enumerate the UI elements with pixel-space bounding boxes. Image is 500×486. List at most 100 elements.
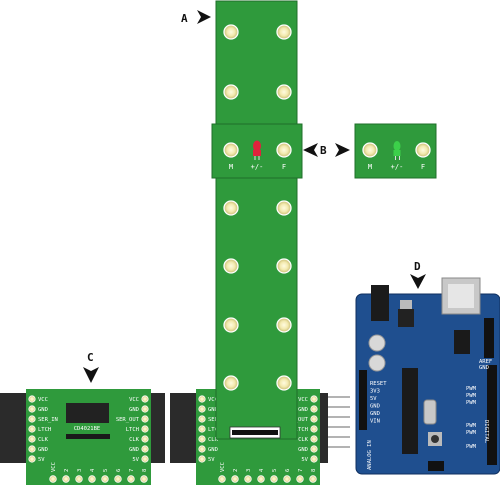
strip-label-m: M [229,163,233,171]
strip-pad-right [276,24,292,40]
bottom-pin-label: 8 [311,469,317,472]
pin-label-left: SER_IN [38,417,58,423]
bottom-pin-label: 8 [142,469,148,472]
side-pad [310,415,318,423]
bottom-pin-label: 5 [272,469,278,472]
side-pad [141,455,149,463]
bottom-pad [101,475,109,483]
strip-pad-left [223,375,239,391]
bottom-pad [244,475,252,483]
pwm-label: PWM [466,423,477,429]
pin-label-right: GND [298,407,308,413]
pin-label-left: GND [208,407,218,413]
power-jack [371,285,389,321]
callout-d-label: D [414,260,421,273]
detail-label-m: M [368,163,372,171]
bottom-pin-label: VCC [220,462,226,472]
side-pad [198,455,206,463]
usb-chip [454,330,470,354]
bottom-pin-label: 6 [116,469,122,472]
strip-pad-right [276,375,292,391]
side-pad [141,415,149,423]
power-pin-label: GND [370,411,380,417]
bottom-pin-label: 6 [285,469,291,472]
detail-label-pm: +/- [391,163,404,171]
bottom-pin-label: 2 [233,469,239,472]
power-pin-label: 3V3 [370,389,380,395]
callout-a: A [181,10,211,25]
side-pad [198,435,206,443]
pin-header-row [66,434,110,439]
capacitor-2 [368,354,386,372]
capacitor-1 [368,334,386,352]
pin-label-left: GND [208,447,218,453]
pin-label-left: GND [38,407,48,413]
pwm-label: PWM [466,400,477,406]
side-pad [28,455,36,463]
pin-label-left: LTCH [208,427,221,433]
strip-pad-right [276,258,292,274]
pwm-label: PWM [466,386,477,392]
pin-label-left: 5V [38,457,45,463]
pin-label-right: GND [129,447,139,453]
side-pad [28,395,36,403]
side-pad [141,405,149,413]
side-pad [198,405,206,413]
strip-pad-left [223,258,239,274]
pin-label-right: VCC [129,397,139,403]
callout-c-arrow [83,367,99,383]
power-header [359,370,367,430]
header-block-right [151,393,165,463]
side-pad [310,395,318,403]
detail-pad-m [362,142,378,158]
digital-header [487,365,497,465]
strip-pad-left [223,142,239,158]
bottom-pad [270,475,278,483]
bottom-pad [62,475,70,483]
pin-label-right: 5V [132,457,139,463]
pin-label-left: VCC [208,397,218,403]
side-pad [310,425,318,433]
shift-chip-label: CD4021BE [74,426,101,432]
side-pad [141,435,149,443]
callout-b: B [302,143,350,157]
side-pad [28,405,36,413]
strip-pad-left [223,200,239,216]
side-pad [28,415,36,423]
callout-d-arrow [410,274,426,289]
red-led [253,140,261,160]
pwm-label: PWM [466,444,477,450]
pwm-label: PWM [466,430,477,436]
pin-label-left: CLK [208,437,219,443]
pin-label-right: GND [129,407,139,413]
bottom-pin-label: 3 [77,469,83,472]
bottom-pin-label: 5 [103,469,109,472]
bottom-pad [114,475,122,483]
bottom-pin-label: 7 [129,469,135,472]
pin-label-left: VCC [38,397,48,403]
icsp-header [428,461,444,471]
callout-c-label: C [87,351,94,364]
side-pad [198,425,206,433]
pin-label-left: 5V [208,457,215,463]
callout-b-arrow-right [335,143,350,157]
power-pin-label: GND [370,404,380,410]
aref-label: AREF [479,359,492,365]
bottom-pad [49,475,57,483]
strip-pad-right [276,317,292,333]
detail-pad-f [415,142,431,158]
bottom-pad [218,475,226,483]
strip-pad-left [223,84,239,100]
header-block-right-2 [320,393,328,463]
pin-label-right: CLK [298,437,309,443]
bottom-pin-label: VCC [51,462,57,472]
bottom-pin-label: 3 [246,469,252,472]
bottom-pad [231,475,239,483]
side-pad [141,395,149,403]
pin-label-right: GND [298,447,308,453]
bottom-pad [309,475,317,483]
bottom-pad [257,475,265,483]
side-pad [198,415,206,423]
